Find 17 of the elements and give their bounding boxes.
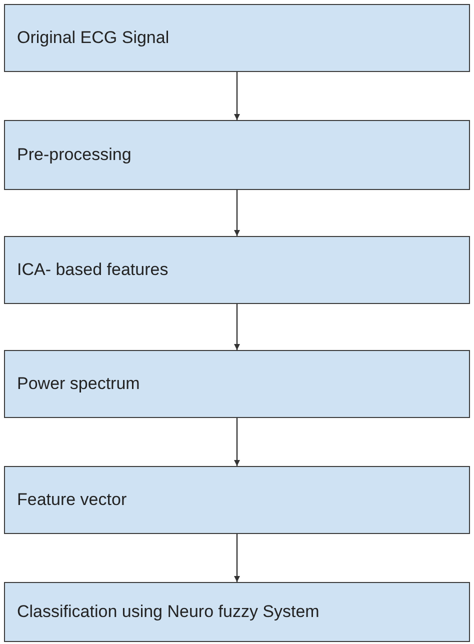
arrow [234,72,240,120]
arrow [234,534,240,582]
step-label: Power spectrum [17,372,140,395]
arrow [234,190,240,236]
step-label: Pre-processing [17,144,132,166]
process-box [4,582,470,642]
arrow [234,304,240,350]
step-label: ICA- based features [17,258,168,281]
process-box [4,236,470,304]
step-label: Feature vector [17,488,127,511]
process-box [4,120,470,190]
process-box [4,350,470,418]
process-box [4,466,470,534]
arrow [234,418,240,466]
step-label: Original ECG Signal [17,26,170,49]
process-box [4,4,470,72]
step-label: Classification using Neuro fuzzy System [17,600,320,623]
